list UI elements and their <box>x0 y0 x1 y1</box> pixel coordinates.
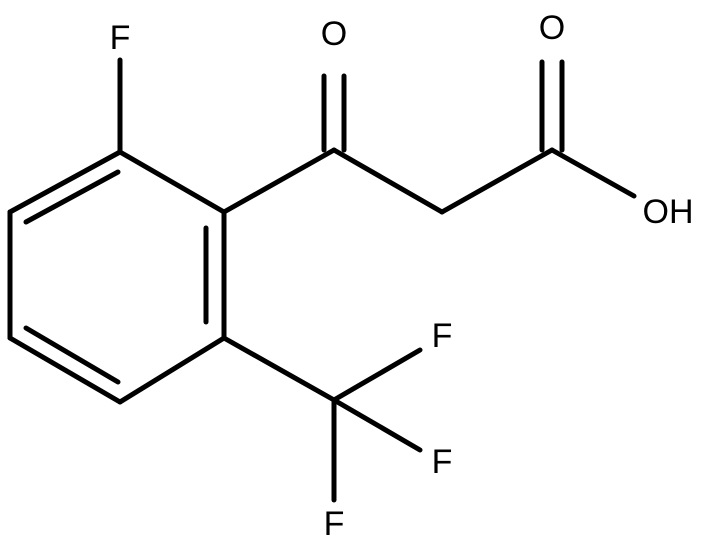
bond-ring-carbonyl <box>221 147 337 215</box>
atom-f-ortho: F <box>110 19 131 57</box>
bond-ch2-acid <box>439 147 555 215</box>
atom-f-cf3-right: F <box>432 443 453 481</box>
ring-bond-c6-c1 <box>7 149 123 215</box>
bond-ring-cf3 <box>221 335 337 403</box>
bond-cf3-f-top <box>331 347 423 403</box>
atom-f-cf3-top: F <box>432 317 453 355</box>
bond-carbonyl-ch2 <box>331 147 445 215</box>
ring-bond-c4-c5 <box>7 335 123 405</box>
bond-cf3-f-right <box>331 397 423 453</box>
atom-f-cf3-bottom: F <box>324 505 345 543</box>
ring-bond-c6-c1-inner <box>23 169 121 225</box>
atom-o-acid: O <box>539 9 565 47</box>
bond-acid-oh <box>549 147 637 199</box>
atom-oh-acid: OH <box>643 193 694 231</box>
ring-bond-c4-c5-inner <box>23 325 121 385</box>
ring-bond-c3-c4 <box>117 335 227 405</box>
atom-o-ketone: O <box>321 15 347 53</box>
ring-bond-c1-c2 <box>117 149 227 215</box>
